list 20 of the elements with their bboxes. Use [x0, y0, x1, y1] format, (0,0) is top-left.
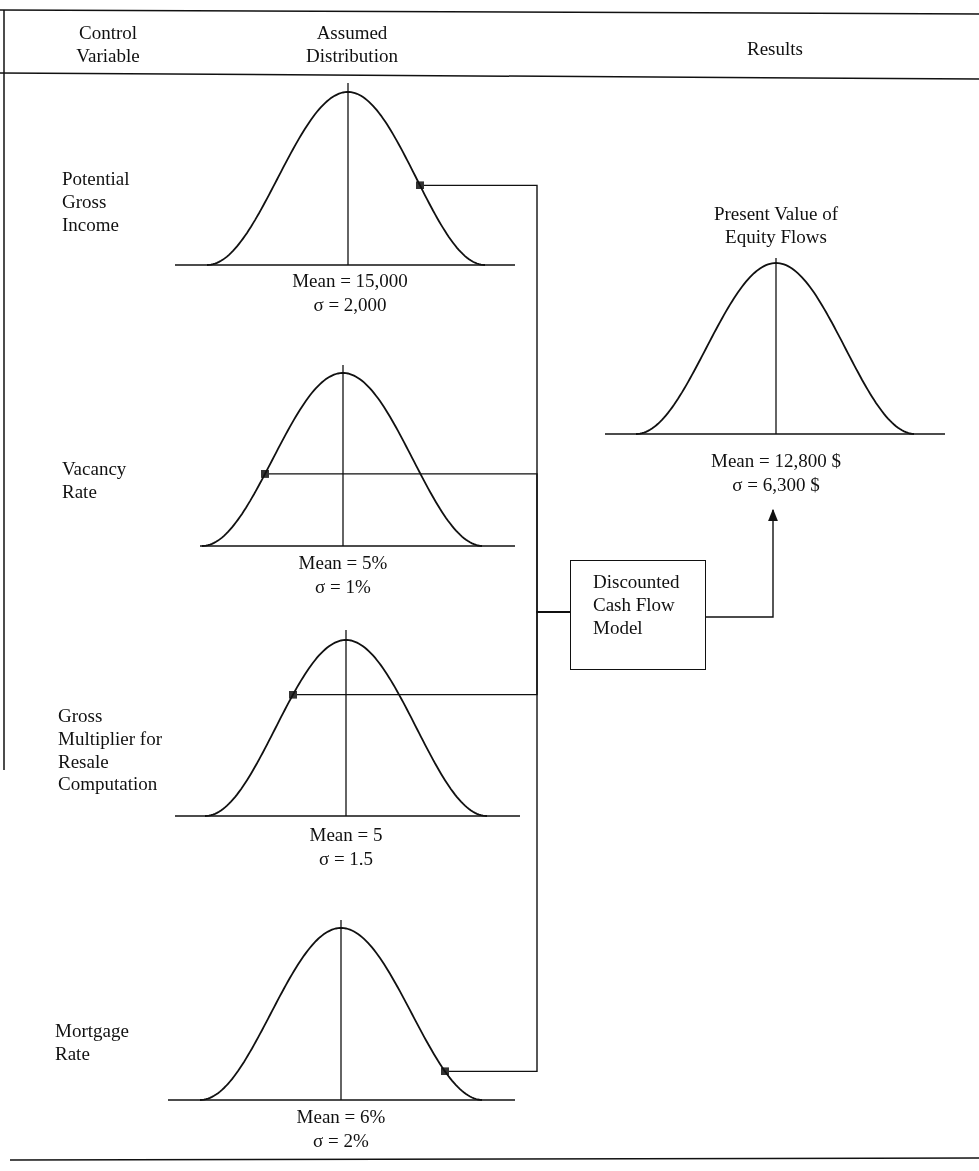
statistic-label: σ = 1.5 [317, 848, 375, 871]
statistic-label: Mean = 15,000 [291, 270, 409, 293]
statistic-label: Mean = 5 [308, 824, 384, 847]
variable-name: Present Value of Equity Flows [712, 203, 840, 249]
statistic-label: Mean = 5% [297, 552, 389, 575]
statistic-label: Mean = 12,800 $ [710, 450, 842, 473]
statistic-label: σ = 6,300 $ [731, 474, 821, 497]
statistic-label: σ = 2,000 [312, 294, 388, 317]
variable-name: Mortgage Rate [55, 1020, 130, 1066]
statistic-label: σ = 1% [314, 576, 372, 599]
connector-line [705, 508, 779, 618]
statistic-label: σ = 2% [312, 1130, 370, 1153]
variable-name: Gross Multiplier for Resale Computation [58, 705, 163, 797]
variable-name: Potential Gross Income [62, 168, 131, 237]
variable-name: Vacancy Rate [62, 458, 128, 504]
process-box: Discounted Cash Flow Model [570, 560, 706, 670]
column-heading: Results [746, 38, 804, 61]
statistic-label: Mean = 6% [295, 1106, 387, 1129]
column-heading: Control Variable [75, 22, 141, 68]
column-heading: Assumed Distribution [305, 22, 399, 68]
